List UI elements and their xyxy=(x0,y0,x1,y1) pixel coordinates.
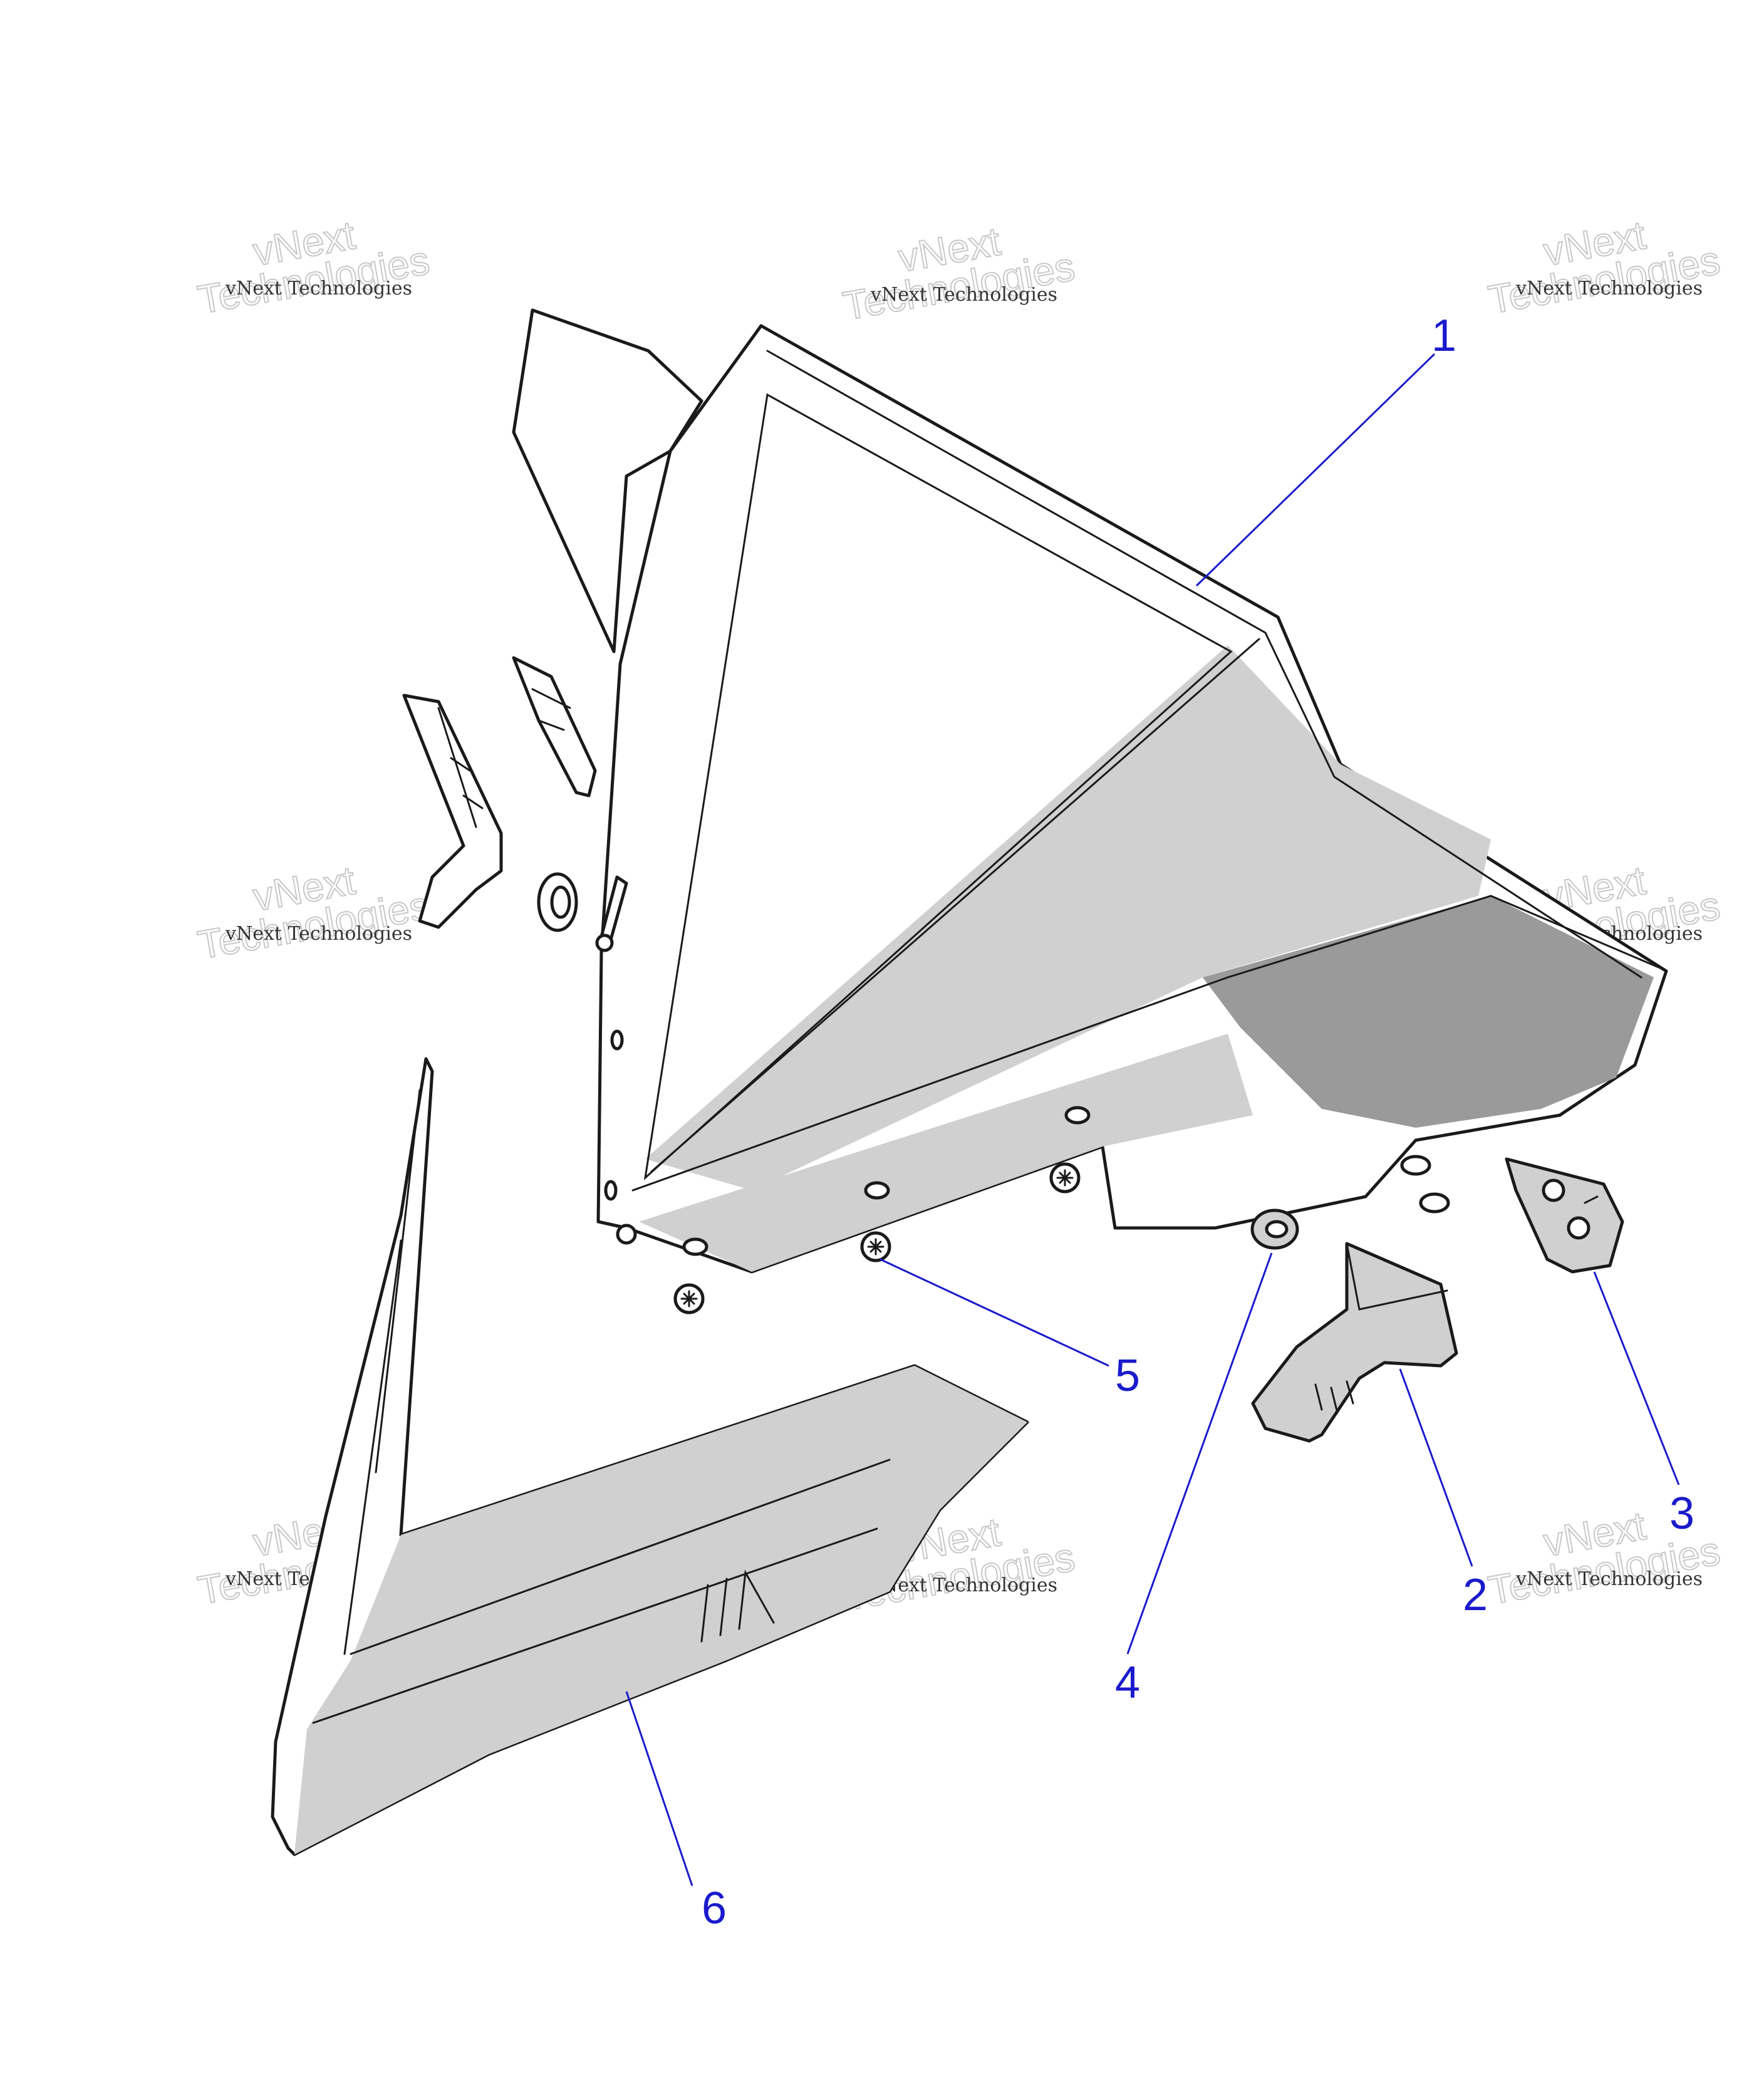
svg-text:vNext Technologies: vNext Technologies xyxy=(870,284,1057,306)
part-5-fastener-3 xyxy=(1049,1162,1081,1193)
part-5-fastener-2 xyxy=(673,1283,705,1314)
hood-hole-1 xyxy=(682,1237,708,1256)
hood-shade-skirt xyxy=(639,1034,1253,1272)
part-5-fastener-4 xyxy=(616,1224,637,1245)
hood-hole-5 xyxy=(1419,1192,1450,1214)
hood-crease-2 xyxy=(631,976,1229,1192)
side-panel-shade xyxy=(294,1366,1027,1854)
leader-1 xyxy=(1195,353,1436,587)
hood-edge-trim xyxy=(766,350,1642,979)
hood-crease-1 xyxy=(650,638,1260,1173)
hood-inner-triangle xyxy=(643,393,1233,1180)
hood-shade-underside xyxy=(1203,896,1654,1128)
callout-2: 2 xyxy=(1463,1570,1488,1620)
part-3-plate xyxy=(1505,1157,1624,1274)
bracket-left-a xyxy=(402,694,503,929)
hood-hole-4 xyxy=(1400,1155,1431,1176)
svg-text:vNext Technologies: vNext Technologies xyxy=(225,923,412,945)
leader-5 xyxy=(879,1258,1109,1367)
callout-6: 6 xyxy=(702,1883,727,1933)
pin-left xyxy=(595,875,628,952)
bracket-left-b xyxy=(512,656,597,798)
callout-1: 1 xyxy=(1431,311,1456,361)
hood-hole-2 xyxy=(864,1181,890,1200)
leader-2 xyxy=(1399,1368,1473,1567)
part-2-bracket xyxy=(1251,1242,1458,1443)
leader-4 xyxy=(1126,1252,1273,1655)
part-6-side-panel xyxy=(271,1057,1029,1856)
leader-3 xyxy=(1593,1271,1680,1485)
part-4-washer xyxy=(1250,1209,1299,1250)
svg-text:vNext Technologies: vNext Technologies xyxy=(1515,1568,1703,1590)
svg-text:vNext Technologies: vNext Technologies xyxy=(870,1574,1057,1596)
grommet-left xyxy=(537,872,578,932)
hood-crease-3 xyxy=(1227,895,1661,979)
hood-hole-7 xyxy=(604,1180,618,1201)
watermark-top-center: vNext Technologies vNext Technologies xyxy=(839,218,1078,330)
watermark-mid-left: vNext Technologies vNext Technologies xyxy=(194,857,433,969)
watermark-top-right: vNext Technologies vNext Technologies xyxy=(1484,212,1723,323)
callout-5: 5 xyxy=(1115,1351,1140,1401)
watermark-top-left: vNext Technologies vNext Technologies xyxy=(194,212,433,323)
callout-3: 3 xyxy=(1669,1489,1694,1539)
hood-back-flap xyxy=(512,308,703,653)
hood-hole-3 xyxy=(1064,1106,1091,1125)
hood-shade-lower xyxy=(645,645,1491,1190)
svg-text:vNext Technologies: vNext Technologies xyxy=(1515,278,1703,299)
leader-6 xyxy=(625,1691,693,1886)
part-5-fastener-1 xyxy=(860,1231,891,1262)
svg-text:vNext Technologies: vNext Technologies xyxy=(225,278,412,299)
hood-hole-6 xyxy=(610,1029,624,1051)
callout-4: 4 xyxy=(1115,1658,1140,1708)
part-1-hood-panel xyxy=(512,308,1668,1274)
